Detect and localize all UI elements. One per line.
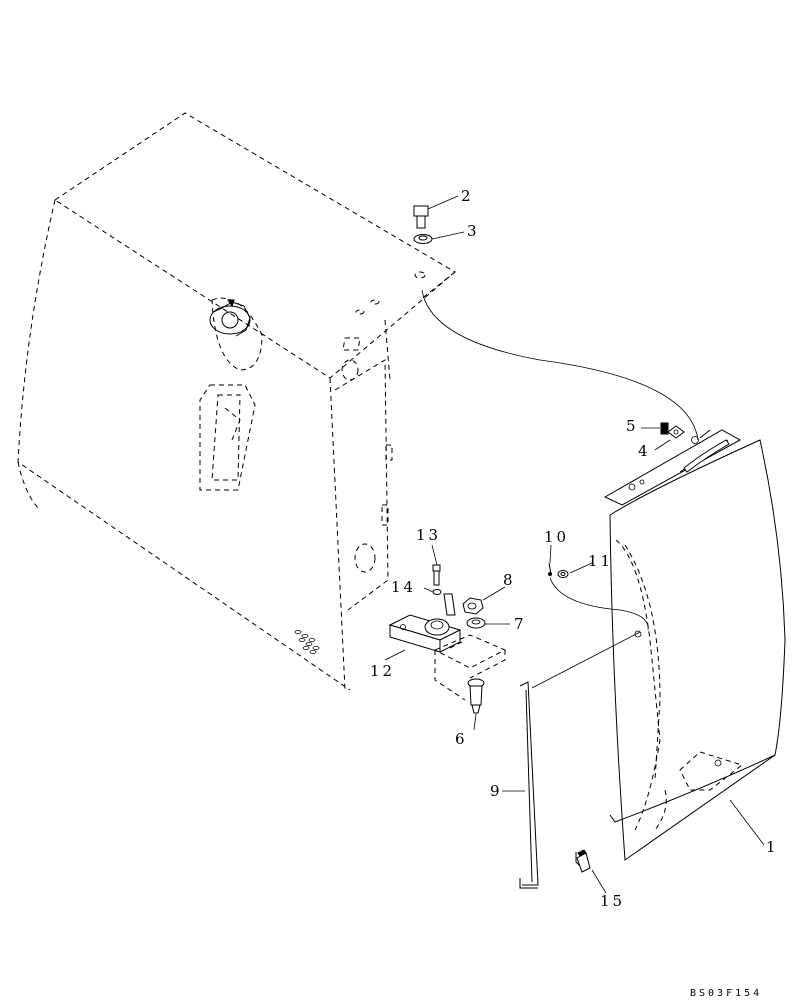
vent-holes <box>294 630 320 654</box>
emblem <box>209 299 251 337</box>
washer-11 <box>557 570 569 578</box>
washer-3 <box>413 234 433 244</box>
callout-10: 10 <box>544 528 569 546</box>
clip-15 <box>575 849 591 873</box>
nut-8 <box>462 597 484 615</box>
pin-leader-curve <box>549 577 649 631</box>
rod-9 <box>519 630 642 889</box>
callout-11: 11 <box>588 552 613 570</box>
callout-15: 15 <box>600 892 625 910</box>
hinge-leader-curve <box>421 289 699 441</box>
striker-plate <box>433 634 507 701</box>
striker-6 <box>467 678 485 714</box>
callout-labels: 1 2 3 4 5 6 7 8 9 10 11 12 13 14 15 <box>370 187 779 910</box>
callout-7: 7 <box>514 615 527 633</box>
callout-12: 12 <box>370 662 395 680</box>
callout-14: 14 <box>391 578 416 596</box>
callout-6: 6 <box>455 730 468 748</box>
door-1 <box>603 429 786 861</box>
bolt-13 <box>432 564 441 586</box>
washer-7 <box>466 617 486 629</box>
nut-4 <box>667 425 685 439</box>
callout-9: 9 <box>490 782 503 800</box>
leader-lines <box>384 195 765 894</box>
callout-8: 8 <box>503 571 516 589</box>
pin-10 <box>548 562 552 576</box>
callout-3: 3 <box>467 222 480 240</box>
callout-2: 2 <box>461 187 474 205</box>
callout-1: 1 <box>766 838 779 856</box>
machine-body-outline <box>17 112 456 691</box>
screw-5 <box>660 422 669 435</box>
callout-4: 4 <box>638 442 651 460</box>
callout-5: 5 <box>626 417 639 435</box>
latch-12 <box>388 593 462 653</box>
drawing-code: BS03F154 <box>690 988 762 999</box>
bolt-2 <box>413 205 429 229</box>
callout-13: 13 <box>416 526 441 544</box>
washer-14 <box>432 589 442 595</box>
